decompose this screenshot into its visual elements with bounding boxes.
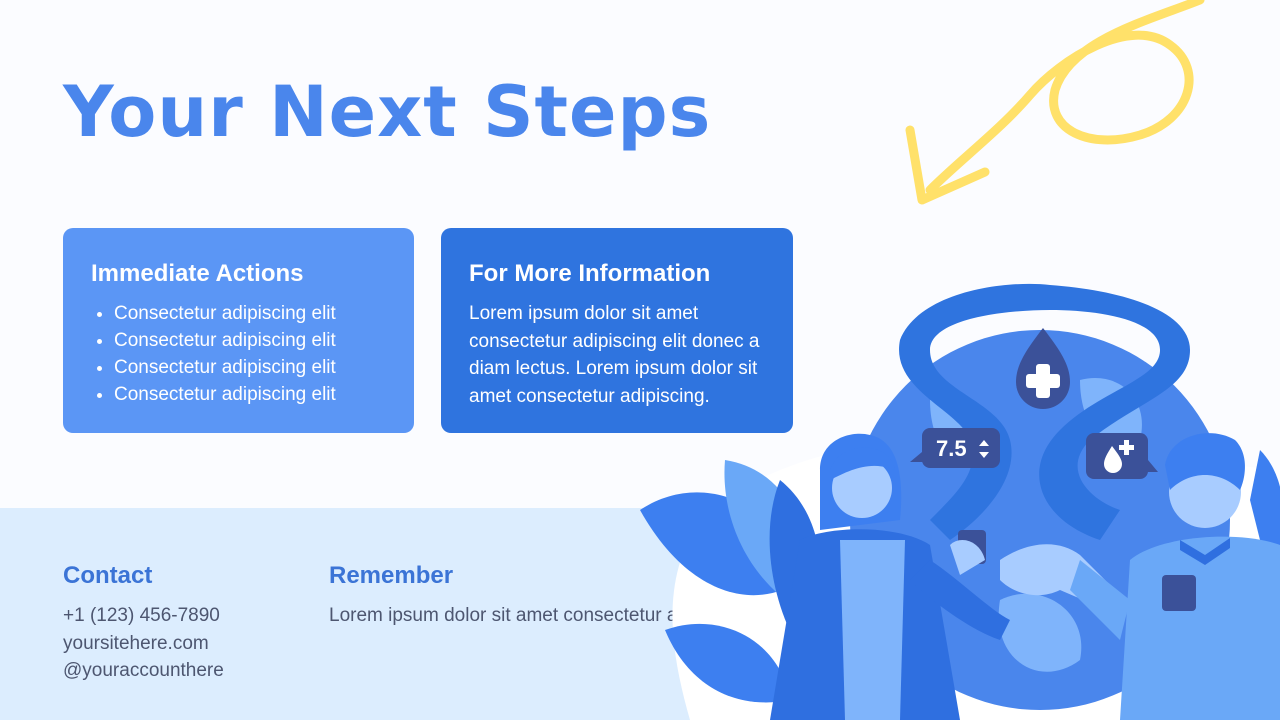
immediate-actions-list: Consectetur adipiscing elit Consectetur … <box>91 300 386 408</box>
contact-title: Contact <box>63 562 153 589</box>
immediate-actions-card: Immediate Actions Consectetur adipiscing… <box>63 228 414 433</box>
contact-section: Contact +1 (123) 456-7890 yoursitehere.c… <box>63 562 224 685</box>
list-item: Consectetur adipiscing elit <box>114 300 386 327</box>
contact-handle: @youraccounthere <box>63 660 224 681</box>
stepper-arrows-icon <box>979 440 989 446</box>
more-information-card: For More Information Lorem ipsum dolor s… <box>441 228 793 433</box>
page-title: Your Next Steps <box>63 71 712 153</box>
contact-phone: +1 (123) 456-7890 <box>63 605 220 626</box>
list-item: Consectetur adipiscing elit <box>114 327 386 354</box>
people-health-illustration: 7.5 <box>640 283 1280 720</box>
reading-value: 7.5 <box>936 436 967 461</box>
more-information-title: For More Information <box>469 260 711 287</box>
curly-arrow-icon <box>905 0 1205 205</box>
immediate-actions-title: Immediate Actions <box>91 260 304 287</box>
water-drop-plus-icon <box>1104 446 1122 473</box>
list-item: Consectetur adipiscing elit <box>114 381 386 408</box>
contact-website: yoursitehere.com <box>63 632 209 654</box>
remember-title: Remember <box>329 562 454 589</box>
more-information-body: Lorem ipsum dolor sit amet consectetur a… <box>469 303 760 407</box>
list-item: Consectetur adipiscing elit <box>114 354 386 381</box>
